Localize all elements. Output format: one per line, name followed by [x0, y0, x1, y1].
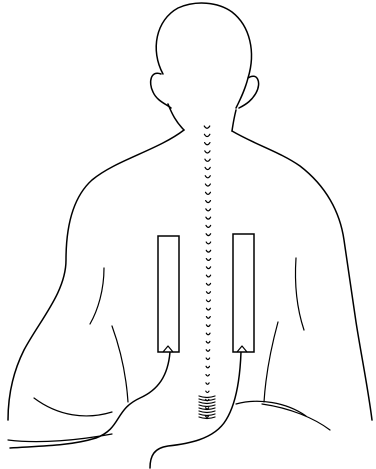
vertebra [206, 201, 211, 203]
sacral-segment [199, 405, 215, 407]
vertebra [206, 317, 210, 319]
vertebra [206, 366, 209, 368]
right-back-contour [295, 258, 304, 330]
neck-left-line [168, 104, 184, 130]
vertebra [205, 151, 210, 153]
vertebra [206, 350, 210, 352]
vertebra [206, 225, 211, 227]
vertebra [206, 416, 209, 417]
vertebra [206, 250, 210, 252]
vertebra [206, 333, 210, 335]
vertebra [205, 184, 210, 186]
right-lower-contour [264, 322, 278, 402]
sacral-segment [199, 414, 215, 416]
vertebra [206, 292, 210, 294]
right-wire-bottom [236, 401, 306, 416]
right-lead-wire [150, 352, 241, 468]
vertebra [206, 391, 209, 392]
vertebra [206, 283, 210, 285]
vertebra [206, 300, 210, 302]
vertebra [204, 126, 210, 128]
vertebra [206, 325, 210, 327]
neck-right-line [232, 110, 236, 131]
left-ear [151, 73, 171, 108]
vertebra [205, 143, 210, 145]
vertebra [206, 234, 211, 236]
right-hip-contour [262, 404, 330, 430]
spine-vertebrae [199, 126, 215, 419]
vertebra [206, 383, 209, 384]
vertebra [205, 176, 210, 178]
vertebra [206, 242, 211, 244]
vertebra [206, 275, 210, 277]
vertebra [206, 267, 210, 269]
left-back-contour [90, 268, 104, 324]
sacral-segment [199, 396, 215, 398]
left-lead-wire [10, 352, 170, 448]
left-lower-contour [112, 326, 128, 402]
sacral-segment [199, 402, 215, 404]
right-ear [239, 76, 259, 108]
vertebra [204, 134, 209, 136]
head-outline [156, 3, 251, 108]
vertebra [205, 159, 210, 161]
vertebra [206, 308, 210, 310]
vertebra [206, 358, 210, 360]
vertebra [206, 341, 210, 343]
left-electrode-pad [158, 236, 179, 352]
vertebra [206, 192, 211, 194]
vertebra [206, 209, 211, 211]
sacral-segment [199, 411, 215, 413]
vertebra [206, 375, 209, 376]
right-electrode-pad [233, 234, 254, 352]
vertebra [206, 217, 211, 219]
sacral-segment [199, 399, 215, 401]
vertebra [206, 259, 210, 261]
vertebra [205, 167, 210, 169]
left-hip-contour [34, 398, 112, 416]
